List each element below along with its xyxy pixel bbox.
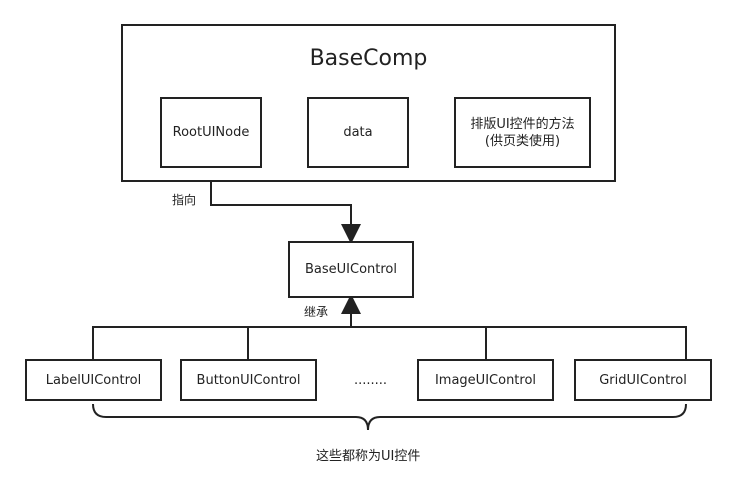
- label-ui-control-label: LabelUIControl: [45, 372, 142, 388]
- grid-ui-control-box: GridUIControl: [574, 359, 712, 401]
- points-to-label: 指向: [172, 193, 197, 207]
- grouping-brace: [92, 403, 687, 431]
- button-ui-control-box: ButtonUIControl: [180, 359, 317, 401]
- layout-methods-label-line2: (供页类使用): [484, 133, 561, 149]
- root-ui-node-label: RootUINode: [172, 125, 250, 140]
- inherits-label: 继承: [304, 305, 329, 319]
- label-ui-control-box: LabelUIControl: [25, 359, 162, 401]
- data-box: data: [307, 97, 409, 168]
- base-ui-control-label: BaseUIControl: [305, 262, 397, 277]
- image-ui-control-box: ImageUIControl: [417, 359, 554, 401]
- root-ui-node-box: RootUINode: [160, 97, 262, 168]
- layout-methods-box: 排版UI控件的方法 (供页类使用): [454, 97, 591, 168]
- points-to-arrow: [210, 168, 361, 244]
- layout-methods-label-line1: 排版UI控件的方法: [470, 116, 575, 132]
- button-ui-control-label: ButtonUIControl: [196, 372, 301, 388]
- base-ui-control-box: BaseUIControl: [288, 241, 414, 298]
- image-ui-control-label: ImageUIControl: [434, 372, 537, 388]
- brace-caption: 这些都称为UI控件: [316, 449, 421, 464]
- ellipsis-text: ........: [354, 373, 388, 388]
- data-label: data: [343, 125, 373, 140]
- inheritance-bus: [92, 326, 687, 360]
- base-comp-title: BaseComp: [309, 46, 428, 71]
- grid-ui-control-label: GridUIControl: [599, 372, 687, 388]
